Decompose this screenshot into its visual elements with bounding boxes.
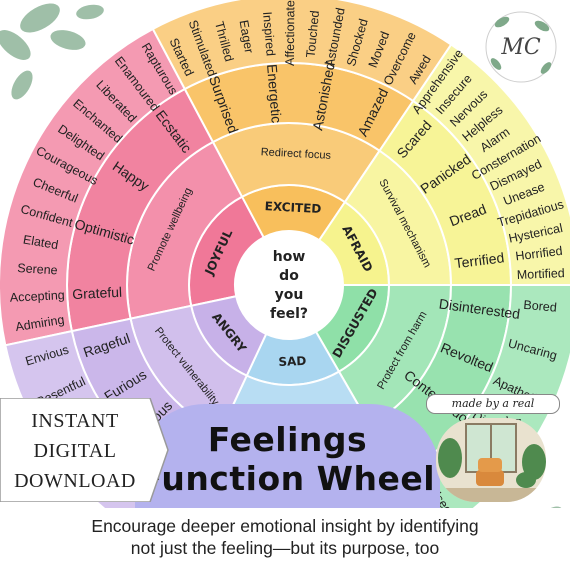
room-illustration bbox=[436, 418, 546, 502]
badge-line-3: DOWNLOAD bbox=[14, 470, 136, 492]
outer-segment-afraid bbox=[411, 43, 570, 286]
outer-label-mortified: Mortified bbox=[517, 266, 566, 282]
outer-label-accepting: Accepting bbox=[9, 288, 65, 305]
outer-label-inspired: Inspired bbox=[260, 11, 278, 57]
instant-download-badge bbox=[0, 398, 169, 502]
logo-text: MC bbox=[500, 35, 541, 60]
outer-label-horrified: Horrified bbox=[515, 244, 564, 264]
badge-line-1: INSTANT bbox=[31, 410, 119, 432]
core-label-excited: EXCITED bbox=[264, 199, 321, 216]
middle-label-energetic: Energetic bbox=[264, 63, 285, 123]
badge-line-2: DIGITAL bbox=[33, 440, 117, 462]
leaf-decoration-top-left bbox=[0, 3, 104, 100]
brand-logo: MC bbox=[485, 11, 557, 83]
outer-label-touched: Touched bbox=[304, 10, 323, 58]
bottom-band bbox=[0, 508, 570, 570]
counselor-tag: made by a real counselor bbox=[426, 394, 560, 428]
outer-label-bored: Bored bbox=[523, 298, 557, 315]
center-line-1: how bbox=[273, 249, 306, 265]
outer-label-serene: Serene bbox=[17, 261, 58, 277]
title-line-1: Feelings bbox=[207, 420, 368, 459]
center-question: how do you feel? bbox=[270, 249, 308, 322]
subtitle-line-2: not just the feeling—but its purpose, to… bbox=[130, 538, 440, 558]
middle-label-terrified: Terrified bbox=[454, 249, 505, 271]
outer-label-elated: Elated bbox=[22, 232, 59, 252]
center-circle bbox=[235, 231, 343, 339]
core-label-sad: SAD bbox=[278, 354, 307, 369]
outer-label-affectionate: Affectionate bbox=[283, 0, 297, 66]
title-panel bbox=[135, 404, 440, 508]
outer-label-eager: Eager bbox=[237, 19, 257, 54]
center-line-2: do bbox=[279, 268, 299, 284]
center-line-3: you bbox=[275, 287, 304, 303]
function-label-excited: Redirect focus bbox=[260, 146, 331, 162]
center-line-4: feel? bbox=[270, 306, 308, 322]
middle-label-grateful: Grateful bbox=[72, 284, 123, 302]
title-line-2: Function Wheel bbox=[139, 459, 436, 498]
subtitle-line-1: Encourage deeper emotional insight by id… bbox=[91, 516, 479, 536]
